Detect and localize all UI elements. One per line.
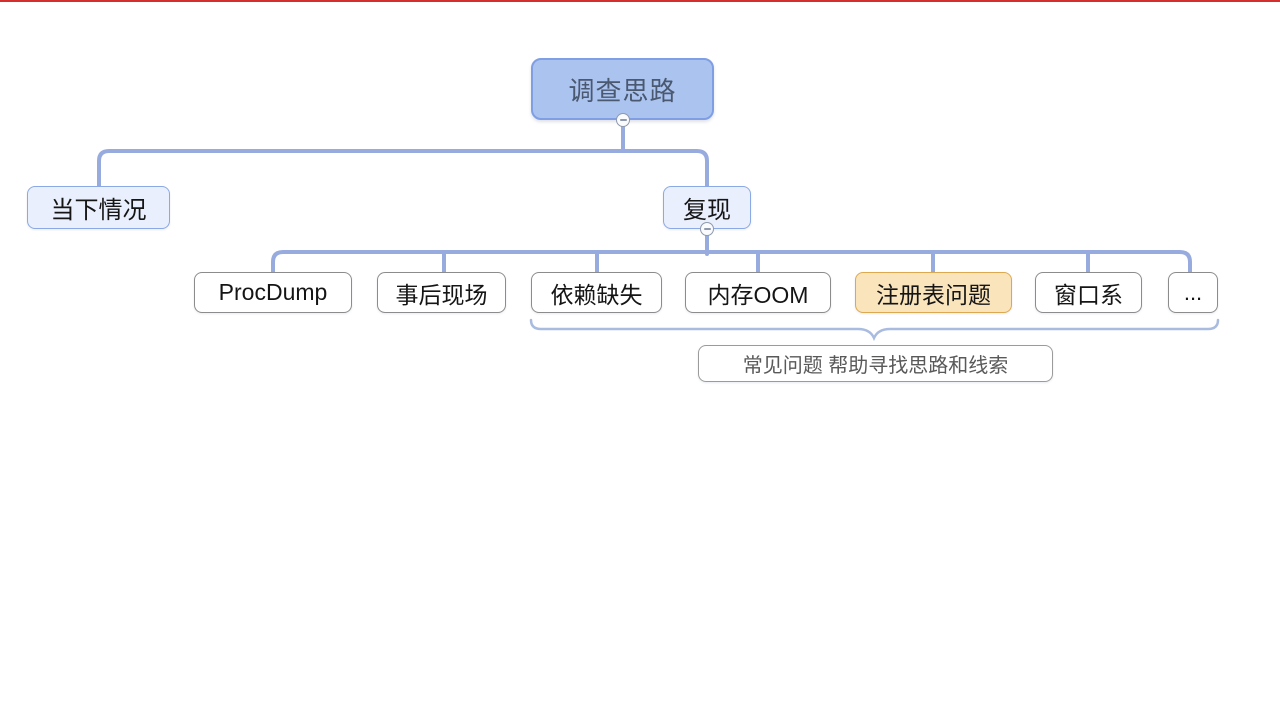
topic-missing-dependency[interactable]: 依赖缺失 bbox=[531, 272, 662, 313]
summary-label[interactable]: 常见问题 帮助寻找思路和线索 bbox=[698, 345, 1053, 382]
minus-icon bbox=[619, 119, 627, 121]
collapse-icon[interactable] bbox=[616, 113, 630, 127]
minus-icon bbox=[703, 228, 711, 230]
root-topic[interactable]: 调查思路 bbox=[531, 58, 714, 120]
topic-aftermath-scene[interactable]: 事后现场 bbox=[377, 272, 506, 313]
topic-ellipsis[interactable]: ... bbox=[1168, 272, 1218, 313]
topic-procdump[interactable]: ProcDump bbox=[194, 272, 352, 313]
top-red-line bbox=[0, 0, 1280, 2]
topic-current-situation[interactable]: 当下情况 bbox=[27, 186, 170, 229]
collapse-icon[interactable] bbox=[700, 222, 714, 236]
topic-window-system[interactable]: 窗口系 bbox=[1035, 272, 1142, 313]
topic-registry-issue[interactable]: 注册表问题 bbox=[855, 272, 1012, 313]
topic-memory-oom[interactable]: 内存OOM bbox=[685, 272, 831, 313]
summary-brace bbox=[529, 318, 1220, 342]
